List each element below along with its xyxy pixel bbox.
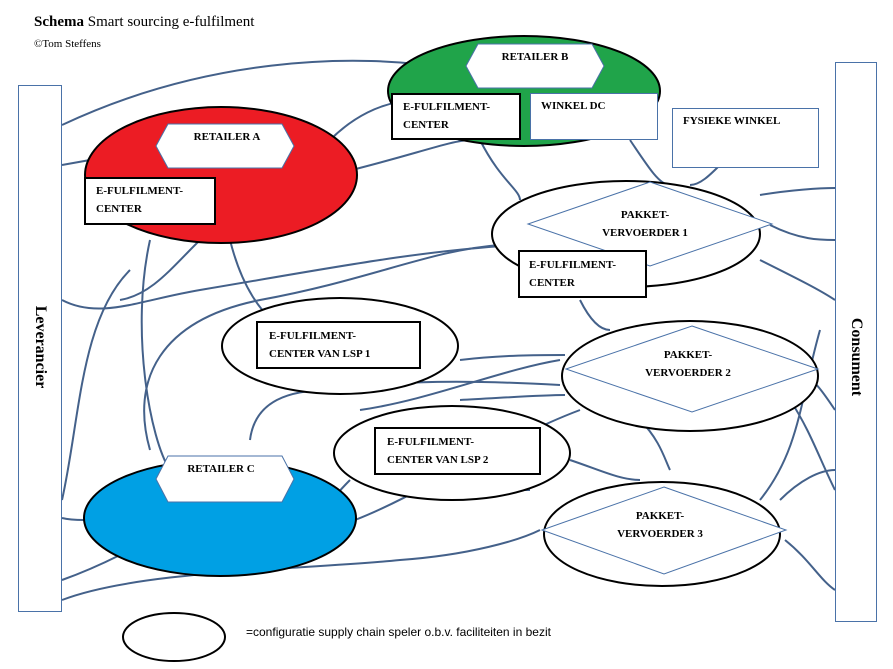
legend-text: =configuratie supply chain speler o.b.v.… — [246, 625, 551, 639]
retailer-b-efc: E-FULFILMENT- CENTER — [391, 93, 521, 140]
retailer-c-hexagon — [155, 455, 295, 503]
diagram-title: Schema Smart sourcing e-fulfilment — [34, 14, 254, 31]
title-rest: Smart sourcing e-fulfilment — [84, 14, 255, 30]
box-line: E-FULFILMENT- — [96, 185, 183, 197]
connector — [759, 259, 836, 301]
carrier-line: VERVOERDER 3 — [617, 528, 703, 540]
carrier-line: PAKKET- — [663, 349, 713, 361]
box-line: E-FULFILMENT- — [403, 101, 490, 113]
carrier-1-label: PAKKET- VERVOERDER 1 — [575, 206, 715, 242]
retailer-b-label: RETAILER B — [501, 51, 569, 63]
consumer-label: Consument — [848, 317, 865, 397]
box-line: E-FULFILMENT- — [529, 259, 616, 271]
carrier-line: VERVOERDER 2 — [645, 367, 731, 379]
consumer-bar — [835, 62, 877, 622]
connector — [61, 554, 121, 581]
connector — [61, 517, 85, 521]
connector — [140, 239, 171, 471]
supplier-bar — [18, 85, 62, 612]
legend-ellipse — [122, 612, 226, 662]
connector — [784, 539, 836, 591]
connector — [759, 187, 836, 196]
box-line: CENTER — [529, 277, 575, 289]
box-line: E-FULFILMENT- — [269, 330, 356, 342]
box-line: FYSIEKE WINKEL — [683, 115, 781, 127]
connector — [629, 139, 671, 186]
carrier-3-diamond — [540, 486, 788, 575]
connector — [143, 244, 501, 451]
connector — [759, 329, 821, 501]
copyright: ©Tom Steffens — [34, 38, 101, 50]
connector — [459, 354, 566, 361]
lsp1-efc: E-FULFILMENT- CENTER VAN LSP 1 — [256, 321, 421, 369]
connector — [61, 529, 541, 601]
supplier-label: Leverancier — [32, 305, 49, 389]
retailer-c-label: RETAILER C — [187, 463, 255, 475]
carrier-line: PAKKET- — [620, 209, 670, 221]
connector — [459, 394, 566, 401]
retailer-b-hexagon — [465, 43, 605, 89]
connector — [779, 469, 836, 501]
connector — [789, 399, 836, 491]
winkel-dc-box: WINKEL DC — [530, 93, 658, 140]
connector — [61, 244, 521, 310]
box-line: CENTER — [403, 119, 449, 131]
carrier-1-efc: E-FULFILMENT- CENTER — [518, 250, 647, 298]
fysieke-winkel-box: FYSIEKE WINKEL — [672, 108, 819, 168]
box-line: CENTER VAN LSP 2 — [387, 454, 489, 466]
carrier-2-diamond — [564, 325, 820, 413]
box-line: CENTER — [96, 203, 142, 215]
carrier-3-label: PAKKET- VERVOERDER 3 — [590, 507, 730, 543]
box-line: CENTER VAN LSP 1 — [269, 348, 371, 360]
connector — [359, 359, 561, 411]
connector — [61, 269, 131, 501]
connector — [769, 224, 836, 241]
connector — [689, 164, 721, 186]
retailer-a-label: RETAILER A — [193, 131, 261, 143]
box-line: WINKEL DC — [541, 100, 606, 112]
connector — [479, 139, 521, 201]
connector — [579, 299, 611, 331]
connector — [61, 159, 91, 166]
carrier-line: PAKKET- — [635, 510, 685, 522]
connector — [569, 459, 641, 481]
carrier-line: VERVOERDER 1 — [602, 227, 688, 239]
box-line: E-FULFILMENT- — [387, 436, 474, 448]
title-bold: Schema — [34, 14, 84, 30]
retailer-a-efc: E-FULFILMENT- CENTER — [84, 177, 216, 225]
lsp2-efc: E-FULFILMENT- CENTER VAN LSP 2 — [374, 427, 541, 475]
carrier-2-label: PAKKET- VERVOERDER 2 — [618, 346, 758, 382]
carrier-1-diamond — [526, 181, 774, 267]
retailer-a-hexagon — [155, 123, 295, 169]
